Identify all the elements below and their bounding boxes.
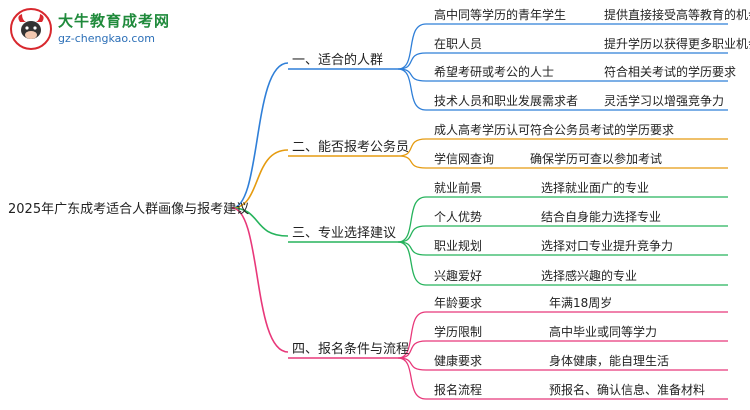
child-detail: 身体健康，能自理生活 <box>549 353 669 368</box>
bull-mascot-icon <box>10 8 52 50</box>
child-detail: 确保学历可查以参加考试 <box>530 151 662 166</box>
child-label: 职业规划 <box>434 238 482 253</box>
site-logo[interactable]: 大牛教育成考网 gz-chengkao.com <box>8 6 208 52</box>
child-label: 个人优势 <box>434 210 482 224</box>
child-detail: 符合公务员考试的学历要求 <box>530 122 674 137</box>
child-connector <box>397 357 427 371</box>
child-label: 高中同等学历的青年学生 <box>434 7 566 22</box>
child-detail: 高中毕业或同等学力 <box>549 324 657 339</box>
child-connector <box>397 23 427 70</box>
child-detail: 选择感兴趣的专业 <box>541 268 637 283</box>
child-label: 报名流程 <box>434 382 482 397</box>
branch-label: 一、适合的人群 <box>292 52 383 68</box>
child-detail: 结合自身能力选择专业 <box>541 209 661 224</box>
site-name: 大牛教育成考网 <box>58 12 171 30</box>
branch-label: 四、报名条件与流程 <box>292 341 409 357</box>
child-label: 年龄要求 <box>434 296 482 310</box>
child-detail: 灵活学习以增强竞争力 <box>604 93 724 108</box>
child-label: 学历限制 <box>434 324 482 339</box>
child-connector <box>397 68 427 82</box>
child-label: 在职人员 <box>434 37 482 51</box>
child-detail: 选择对口专业提升竞争力 <box>541 238 673 253</box>
branch-label: 二、能否报考公务员 <box>292 139 409 155</box>
root-topic: 2025年广东成考适合人群画像与报考建议 <box>8 202 249 217</box>
child-detail: 提供直接接受高等教育的机会 <box>604 7 750 22</box>
child-label: 成人高考学历认可 <box>434 122 530 137</box>
branch-connector <box>231 62 289 209</box>
child-connector <box>397 241 427 286</box>
child-detail: 提升学历以获得更多职业机会 <box>604 36 750 51</box>
child-connector <box>397 340 427 359</box>
child-detail: 预报名、确认信息、准备材料 <box>549 382 705 397</box>
child-label: 健康要求 <box>434 353 482 368</box>
child-label: 学信网查询 <box>434 151 494 166</box>
branch-connector <box>231 207 289 353</box>
child-connector <box>397 357 427 400</box>
branch-connector <box>231 207 289 237</box>
branch-label: 三、专业选择建议 <box>292 226 396 241</box>
child-label: 技术人员和职业发展需求者 <box>434 93 578 108</box>
child-connector <box>397 311 427 359</box>
child-detail: 年满18周岁 <box>549 295 612 310</box>
branch-connector <box>231 149 289 209</box>
child-connector <box>397 68 427 111</box>
site-url: gz-chengkao.com <box>58 32 155 45</box>
child-connector <box>397 241 427 256</box>
child-detail: 符合相关考试的学历要求 <box>604 64 736 79</box>
child-connector <box>397 155 427 169</box>
child-label: 兴趣爱好 <box>434 268 482 283</box>
child-label: 就业前景 <box>434 180 482 195</box>
child-detail: 选择就业面广的专业 <box>541 180 649 195</box>
child-label: 希望考研或考公的人士 <box>434 64 554 79</box>
child-connector <box>397 138 427 157</box>
child-connector <box>397 52 427 70</box>
child-connector <box>397 196 427 243</box>
child-connector <box>397 225 427 243</box>
